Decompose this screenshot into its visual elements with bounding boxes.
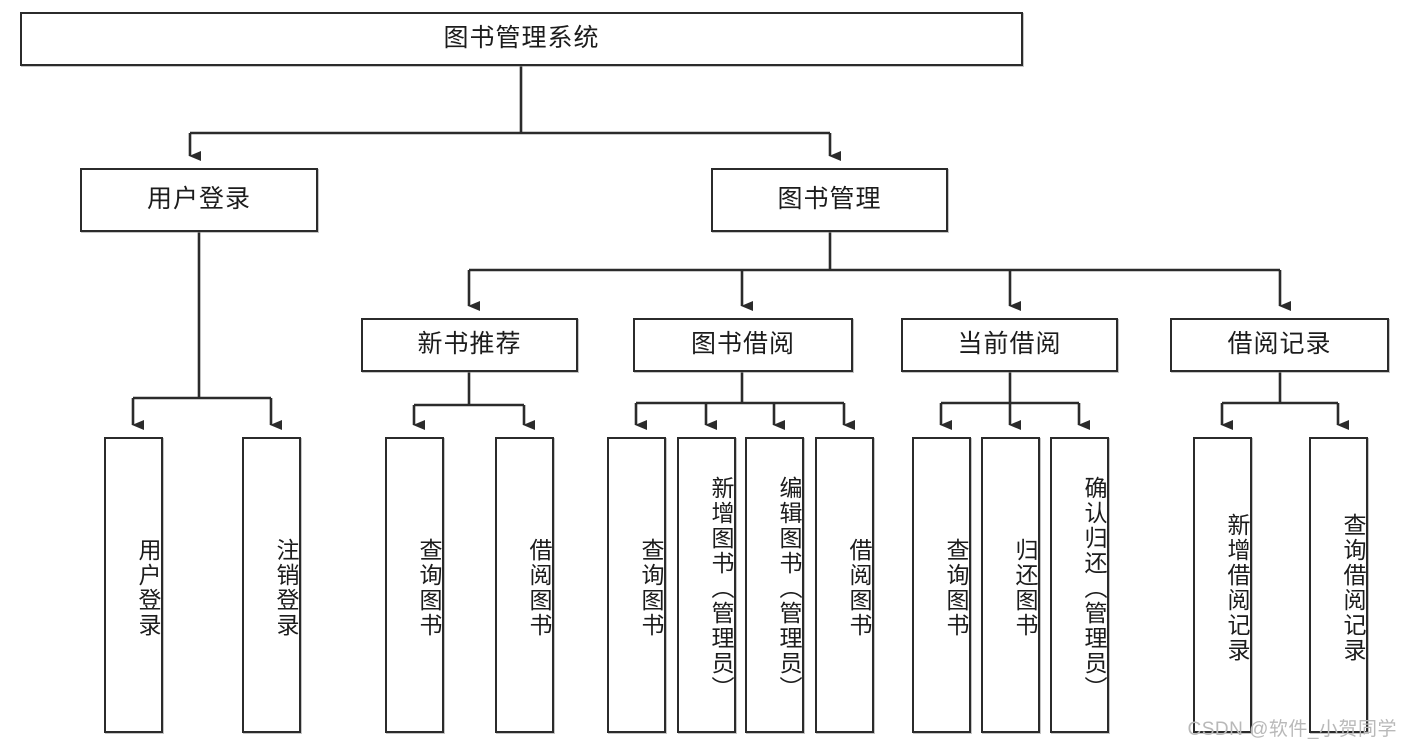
- leaf-label: 查询图书: [943, 538, 969, 638]
- leaf-label: 新增借阅记录: [1224, 513, 1250, 663]
- leaf-current-borrow-return-book[interactable]: 归还图书: [981, 437, 1040, 733]
- leaf-label: 归还图书: [1012, 538, 1038, 638]
- leaf-label: 查询借阅记录: [1340, 513, 1366, 663]
- node-book-management[interactable]: 图书管理: [711, 168, 948, 232]
- node-current-borrow[interactable]: 当前借阅: [901, 318, 1118, 372]
- node-borrow-record[interactable]: 借阅记录: [1170, 318, 1389, 372]
- leaf-label: 注销登录: [273, 538, 299, 638]
- leaf-book-borrow-edit-book-admin[interactable]: 编辑图书（管理员）: [745, 437, 804, 733]
- leaf-user-login-logout[interactable]: 注销登录: [242, 437, 301, 733]
- leaf-label: 编辑图书（管理员）: [776, 475, 802, 701]
- node-root-book-management-system[interactable]: 图书管理系统: [20, 12, 1023, 66]
- leaf-borrow-record-query-record[interactable]: 查询借阅记录: [1309, 437, 1368, 733]
- leaf-label: 借阅图书: [526, 538, 552, 638]
- node-new-book-recommend[interactable]: 新书推荐: [361, 318, 578, 372]
- node-user-login[interactable]: 用户登录: [80, 168, 318, 232]
- watermark: CSDN @软件_小贺同学: [1187, 719, 1397, 740]
- leaf-label: 借阅图书: [846, 538, 872, 638]
- node-book-borrow[interactable]: 图书借阅: [633, 318, 853, 372]
- leaf-current-borrow-query-book[interactable]: 查询图书: [912, 437, 971, 733]
- leaf-current-borrow-confirm-return-admin[interactable]: 确认归还（管理员）: [1050, 437, 1109, 733]
- leaf-new-book-query-book[interactable]: 查询图书: [385, 437, 444, 733]
- leaf-label: 用户登录: [135, 538, 161, 638]
- leaf-new-book-borrow-book[interactable]: 借阅图书: [495, 437, 554, 733]
- leaf-borrow-record-add-record[interactable]: 新增借阅记录: [1193, 437, 1252, 733]
- leaf-book-borrow-borrow-book[interactable]: 借阅图书: [815, 437, 874, 733]
- leaf-label: 确认归还（管理员）: [1081, 475, 1107, 701]
- leaf-label: 查询图书: [416, 538, 442, 638]
- leaf-book-borrow-add-book-admin[interactable]: 新增图书（管理员）: [677, 437, 736, 733]
- leaf-book-borrow-query-book[interactable]: 查询图书: [607, 437, 666, 733]
- leaf-label: 查询图书: [638, 538, 664, 638]
- leaf-user-login-login[interactable]: 用户登录: [104, 437, 163, 733]
- leaf-label: 新增图书（管理员）: [708, 475, 734, 701]
